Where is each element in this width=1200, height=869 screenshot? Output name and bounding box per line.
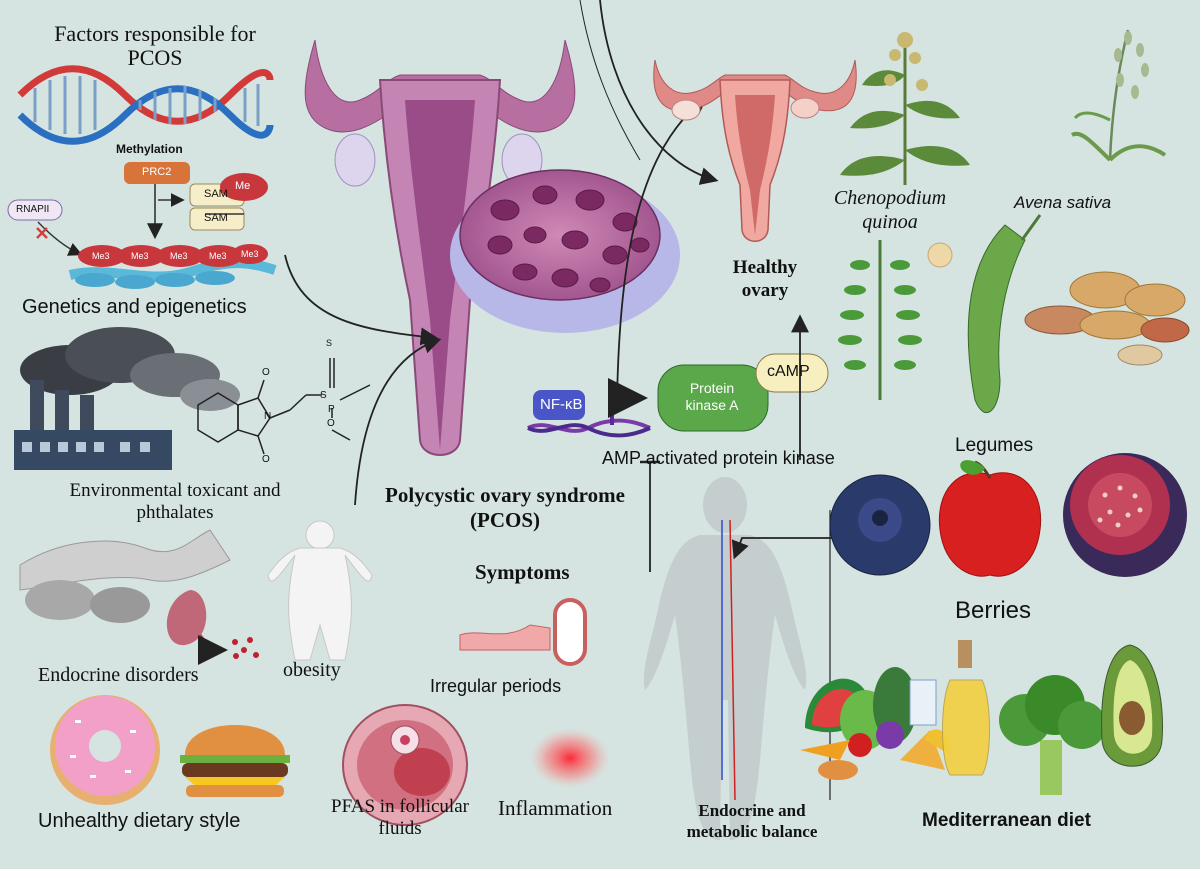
dna-strand-nfkb-icon bbox=[527, 418, 651, 438]
legumes-label: Legumes bbox=[955, 435, 1034, 456]
chem-o-bot: O bbox=[262, 454, 270, 465]
camp-box bbox=[755, 353, 829, 393]
me-ellipse bbox=[220, 173, 268, 201]
endocrine-disorders-label: Endocrine disorders bbox=[38, 664, 199, 686]
chickpea-plant-icon bbox=[838, 240, 953, 400]
nucleosome-chain-icon bbox=[68, 244, 277, 289]
chem-n: N bbox=[264, 411, 272, 422]
berries-label: Berries bbox=[955, 597, 1032, 624]
chenopodium-label: Chenopodium quinoa bbox=[833, 187, 947, 233]
rnapii-box bbox=[7, 199, 63, 221]
fig-icon bbox=[1063, 453, 1187, 577]
pituitary-gland-icon bbox=[19, 529, 259, 665]
inflammation-glow-icon bbox=[530, 728, 610, 788]
chem-s-mid: S bbox=[320, 390, 327, 401]
symptoms-title: Symptoms bbox=[475, 560, 570, 584]
me3-label-2: Me3 bbox=[131, 251, 149, 261]
ampk-label: AMP activated protein kinase bbox=[602, 448, 835, 468]
broccoli-icon bbox=[999, 675, 1106, 795]
blueberry-icon bbox=[829, 474, 931, 576]
pcos-uterus-icon bbox=[304, 39, 576, 456]
genetics-label: Genetics and epigenetics bbox=[22, 296, 247, 318]
environmental-label: Environmental toxicant and phthalates bbox=[69, 480, 281, 523]
food-cluster-icon bbox=[800, 667, 951, 780]
unhealthy-diet-label: Unhealthy dietary style bbox=[38, 810, 241, 832]
chem-o-top: O bbox=[262, 367, 270, 378]
burger-icon bbox=[180, 725, 290, 797]
prc2-box bbox=[124, 162, 190, 184]
healthy-uterus-icon bbox=[653, 59, 857, 242]
apple-icon bbox=[938, 460, 1042, 577]
irregular-periods-label: Irregular periods bbox=[430, 676, 562, 696]
me3-label-1: Me3 bbox=[92, 251, 110, 261]
me3-label-5: Me3 bbox=[241, 249, 259, 259]
human-body-icon bbox=[643, 477, 807, 840]
pcos-title: Polycystic ovary syndrome (PCOS) bbox=[385, 483, 625, 532]
me3-label-3: Me3 bbox=[170, 251, 188, 261]
me-label: Me bbox=[235, 180, 251, 192]
chem-o-ring: O bbox=[327, 418, 335, 429]
sam-label-1: SAM bbox=[204, 188, 228, 200]
quinoa-plant-icon bbox=[840, 32, 970, 185]
olive-oil-bottle-icon bbox=[942, 640, 990, 776]
chem-s-top: S bbox=[326, 338, 333, 348]
pka-label: Protein kinase A bbox=[685, 380, 739, 413]
inflammation-label: Inflammation bbox=[498, 796, 613, 820]
polycystic-ovary-icon bbox=[450, 169, 680, 333]
factory-icon bbox=[14, 327, 240, 470]
mediterranean-diet-title: Mediterranean diet bbox=[922, 810, 1091, 831]
sam-label-2: SAM bbox=[204, 212, 228, 224]
avena-label: Avena sativa bbox=[1014, 193, 1112, 212]
obesity-figure-icon bbox=[267, 520, 373, 661]
rnapii-label: RNAPII bbox=[16, 204, 50, 215]
follicle-icon bbox=[342, 704, 468, 826]
endocrine-balance-title: Endocrine and metabolic balance bbox=[686, 801, 818, 841]
donut-icon bbox=[50, 695, 160, 805]
nfkb-box bbox=[533, 390, 585, 420]
me3-label-4: Me3 bbox=[209, 251, 227, 261]
camp-label: cAMP bbox=[767, 363, 810, 380]
avocado-icon bbox=[1101, 644, 1163, 767]
obesity-label: obesity bbox=[283, 659, 341, 681]
phthalate-structure-icon bbox=[197, 358, 371, 455]
irregular-period-icon bbox=[459, 598, 587, 666]
dna-helix-icon bbox=[17, 65, 274, 145]
pea-pod-icon bbox=[967, 214, 1042, 414]
methylation-label: Methylation bbox=[116, 142, 183, 156]
chem-p: P bbox=[328, 404, 335, 415]
prc2-label: PRC2 bbox=[142, 166, 172, 178]
pfas-label: PFAS in follicular fluids bbox=[331, 796, 469, 839]
healthy-ovary-title: Healthy ovary bbox=[732, 257, 798, 301]
oat-plant-icon bbox=[1070, 29, 1167, 162]
peanuts-icon bbox=[1024, 271, 1190, 366]
factors-title: Factors responsible for PCOS bbox=[54, 21, 256, 70]
pka-box bbox=[657, 364, 769, 432]
nfkb-label: NF-κB bbox=[540, 396, 583, 413]
